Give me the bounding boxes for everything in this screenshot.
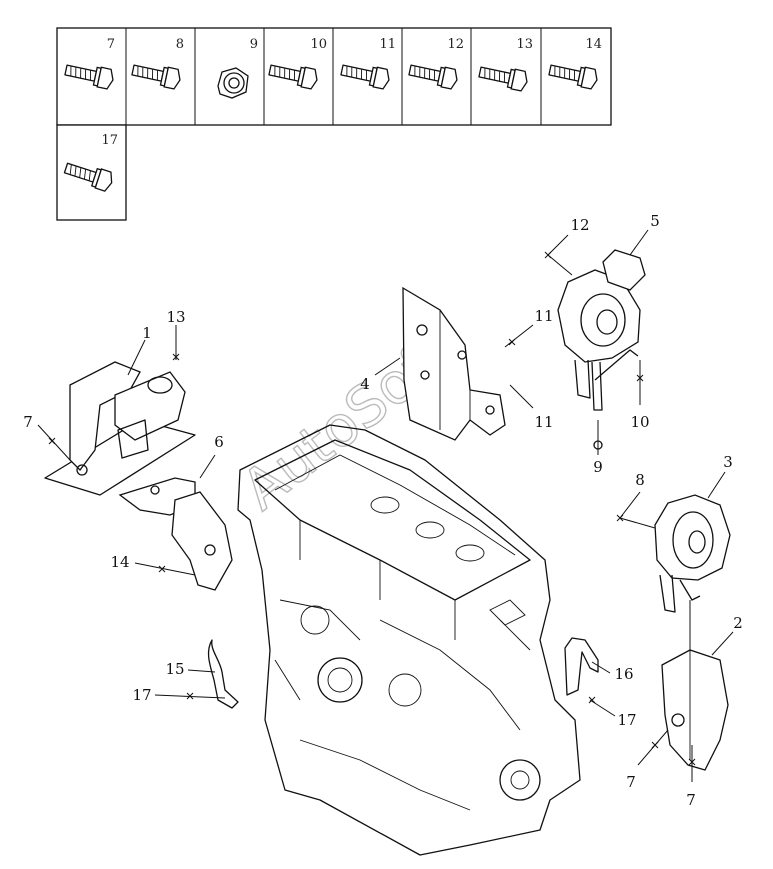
callout-8: 8 xyxy=(635,471,645,489)
callout-11-upper: 11 xyxy=(534,307,553,325)
fastener-table: 7 8 9 10 11 12 13 14 17 xyxy=(56,27,612,221)
part-3-lower-mount xyxy=(654,494,731,613)
callout-1: 1 xyxy=(142,324,152,342)
callout-15: 15 xyxy=(165,660,184,678)
part-15-hook xyxy=(207,639,239,709)
callout-17-right: 17 xyxy=(617,711,636,729)
engine-block xyxy=(237,424,581,856)
part-4-plate-bracket xyxy=(402,286,506,441)
table-num-8: 8 xyxy=(176,37,184,52)
callout-7-right-b: 7 xyxy=(686,791,696,809)
table-num-17: 17 xyxy=(101,133,118,148)
part-5-upper-mount xyxy=(557,249,646,411)
part-6-bracket xyxy=(118,477,233,591)
table-num-10: 10 xyxy=(310,37,327,52)
callout-12: 12 xyxy=(570,216,589,234)
callout-5: 5 xyxy=(650,212,660,230)
table-grid xyxy=(125,28,542,125)
table-cell-17 xyxy=(56,124,127,221)
callout-6: 6 xyxy=(214,433,224,451)
callout-7-left: 7 xyxy=(23,413,33,431)
part-1-left-mount xyxy=(44,361,196,496)
callout-labels: 1 13 7 6 14 4 11 11 12 5 10 9 8 3 2 7 7 … xyxy=(23,212,743,809)
callout-17-left: 17 xyxy=(132,686,151,704)
callout-2: 2 xyxy=(733,614,743,632)
table-num-13: 13 xyxy=(516,37,533,52)
callout-7-right-a: 7 xyxy=(626,773,636,791)
callout-16: 16 xyxy=(614,665,633,683)
part-16-hook xyxy=(564,637,599,696)
callout-14: 14 xyxy=(110,553,129,571)
table-num-9: 9 xyxy=(250,37,258,52)
table-num-12: 12 xyxy=(447,37,464,52)
leader-lines xyxy=(37,229,734,782)
callout-3: 3 xyxy=(723,453,733,471)
callout-10: 10 xyxy=(630,413,649,431)
callout-9: 9 xyxy=(593,458,603,476)
table-num-11: 11 xyxy=(379,37,396,52)
table-num-14: 14 xyxy=(585,37,602,52)
table-num-7: 7 xyxy=(107,37,115,52)
flange-nut-9-icon xyxy=(217,67,249,99)
callout-11-lower: 11 xyxy=(534,413,553,431)
callout-13: 13 xyxy=(166,308,185,326)
callout-4: 4 xyxy=(360,375,370,393)
part-2-lower-bracket xyxy=(661,600,729,771)
